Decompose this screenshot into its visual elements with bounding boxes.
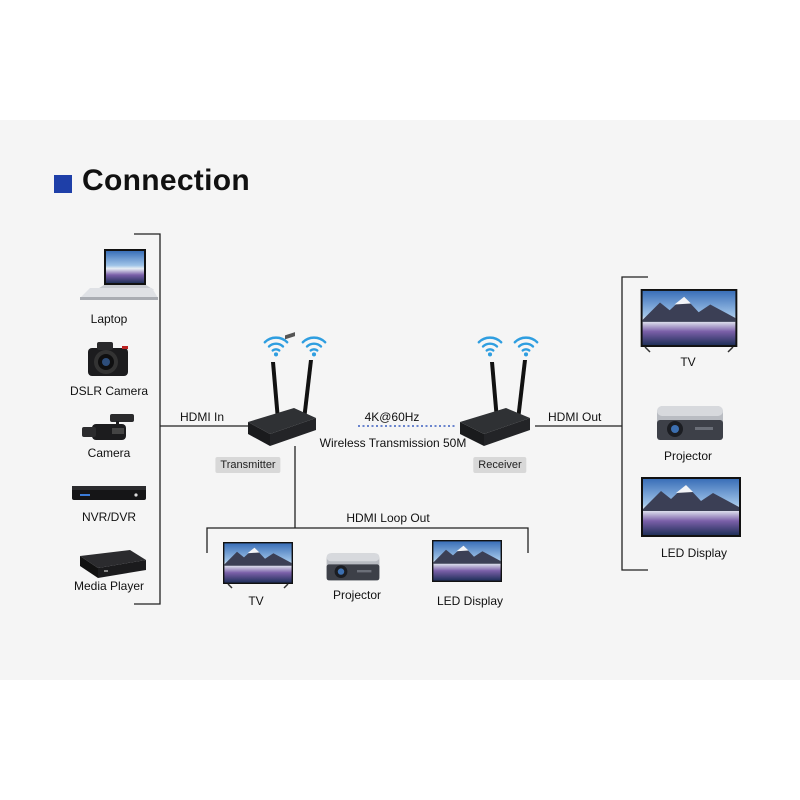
source-label-laptop: Laptop — [90, 312, 128, 326]
loop-label-led-display: LED Display — [436, 594, 504, 608]
media-player-icon — [80, 550, 146, 578]
output-label-led-display: LED Display — [660, 546, 728, 560]
source-label-media-player: Media Player — [73, 579, 145, 593]
output-label-projector: Projector — [663, 449, 713, 463]
loop-label-projector: Projector — [332, 588, 382, 602]
hdmi-out-label: HDMI Out — [548, 410, 602, 424]
receiver-wifi-left-icon — [477, 336, 503, 358]
transmitter-label: Transmitter — [215, 457, 281, 473]
hdmi-in-label: HDMI In — [180, 410, 225, 424]
dslr-camera-icon — [88, 342, 128, 376]
source-label-nvr-dvr: NVR/DVR — [81, 510, 137, 524]
source-label-camera: Camera — [87, 446, 131, 460]
sources-bracket — [134, 233, 161, 605]
receiver-label: Receiver — [473, 457, 527, 473]
loop-led-display-icon — [432, 540, 502, 582]
receiver-device-icon — [460, 360, 530, 446]
video-camera-icon — [82, 414, 134, 440]
page-title: Connection — [82, 164, 250, 197]
title-marker — [54, 175, 72, 193]
loop-tv-icon — [223, 542, 293, 589]
output-label-tv: TV — [680, 355, 696, 369]
transmitter-wifi-right-icon — [301, 336, 327, 358]
nvr-dvr-icon — [72, 486, 146, 500]
receiver-wifi-right-icon — [513, 336, 539, 358]
loop-label-tv: TV — [248, 594, 264, 608]
output-led-display-icon — [641, 477, 741, 537]
diagram-background — [0, 120, 800, 680]
hdmi-loop-out-label: HDMI Loop Out — [346, 511, 430, 525]
transmitter-wifi-left-icon — [263, 336, 289, 358]
wireless-transmission-label: Wireless Transmission 50M — [319, 436, 467, 450]
outputs-bracket — [621, 276, 648, 571]
loop-out-bracket — [206, 527, 529, 553]
output-tv-icon — [640, 289, 738, 353]
source-label-dslr-camera: DSLR Camera — [69, 384, 149, 398]
transmitter-device-icon — [248, 332, 316, 446]
connection-lines — [134, 233, 648, 605]
output-projector-icon — [657, 406, 723, 440]
laptop-icon — [80, 249, 158, 300]
loop-projector-icon — [326, 553, 380, 581]
resolution-label: 4K@60Hz — [364, 410, 420, 424]
